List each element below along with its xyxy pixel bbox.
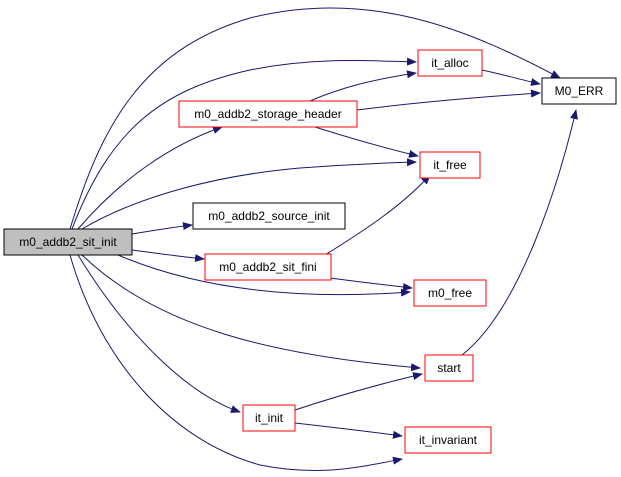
edges-layer	[69, 7, 578, 472]
node-source-init-label: m0_addb2_source_init	[208, 209, 330, 223]
node-m0-err-label: M0_ERR	[555, 84, 604, 98]
edge-sit-init-to-it-init	[77, 254, 241, 413]
edge-storage-header-to-it-alloc	[309, 70, 417, 102]
edge-sit-init-to-m0-err	[69, 7, 561, 230]
node-sit-init-label: m0_addb2_sit_init	[19, 235, 117, 249]
node-it-free[interactable]: it_free	[419, 151, 481, 179]
node-sit-init[interactable]: m0_addb2_sit_init	[3, 228, 133, 256]
edge-sit-init-to-start	[81, 254, 421, 372]
edge-sit-init-to-it-alloc	[71, 57, 417, 230]
edge-sit-init-to-m0-free	[117, 254, 411, 297]
node-it-invariant-label: it_invariant	[419, 433, 478, 447]
node-start[interactable]: start	[424, 354, 474, 382]
node-it-free-label: it_free	[433, 158, 467, 172]
edge-sit-fini-to-it-free	[324, 174, 431, 256]
node-it-init[interactable]: it_init	[242, 404, 296, 432]
edge-storage-header-to-m0-err	[356, 89, 541, 111]
edge-sit-init-to-source-init	[131, 222, 193, 235]
node-m0-err[interactable]: M0_ERR	[541, 77, 617, 105]
node-storage-header-label: m0_addb2_storage_header	[194, 107, 341, 121]
edge-start-to-m0-err	[461, 109, 578, 356]
edge-it-init-to-start	[294, 372, 423, 411]
edge-it-init-to-it-invariant	[294, 422, 403, 439]
edge-it-alloc-to-m0-err	[481, 69, 541, 86]
nodes-layer: m0_addb2_sit_init m0_addb2_storage_heade…	[3, 49, 617, 454]
node-sit-fini-label: m0_addb2_sit_fini	[219, 260, 316, 274]
node-storage-header[interactable]: m0_addb2_storage_header	[178, 100, 358, 128]
node-m0-free-label: m0_free	[428, 286, 472, 300]
node-it-invariant[interactable]: it_invariant	[404, 426, 492, 454]
node-it-alloc[interactable]: it_alloc	[417, 49, 483, 77]
node-m0-free[interactable]: m0_free	[413, 279, 487, 307]
node-it-init-label: it_init	[255, 411, 284, 425]
edge-sit-init-to-storage-header	[77, 126, 223, 230]
edge-sit-init-to-sit-fini	[131, 249, 205, 263]
edge-storage-header-to-it-free	[314, 126, 419, 158]
node-start-label: start	[437, 361, 461, 375]
edge-sit-init-to-it-free	[81, 158, 417, 230]
node-it-alloc-label: it_alloc	[431, 56, 468, 70]
node-source-init[interactable]: m0_addb2_source_init	[192, 202, 346, 230]
node-sit-fini[interactable]: m0_addb2_sit_fini	[204, 253, 332, 281]
edge-sit-fini-to-m0-free	[329, 277, 413, 291]
edge-sit-init-to-it-invariant	[69, 254, 403, 472]
